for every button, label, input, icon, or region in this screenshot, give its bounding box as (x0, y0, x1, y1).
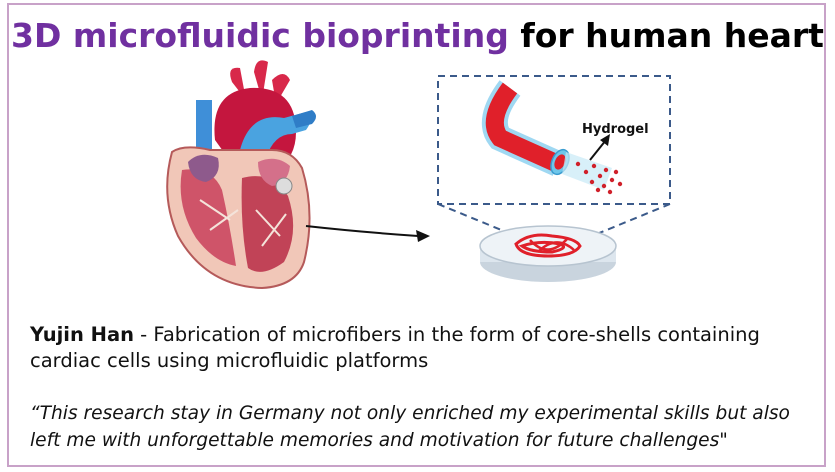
left-ventricle (241, 176, 294, 272)
illustration: Hydrogel (166, 60, 671, 290)
right-atrium (188, 154, 219, 182)
fiber-core (485, 82, 562, 173)
fiber-end-core (554, 154, 566, 170)
author-description: - Fabrication of microfibers in the form… (30, 323, 760, 372)
right-ventricle (180, 169, 236, 266)
slide-title: 3D microfluidic bioprinting for human he… (0, 16, 835, 56)
petri-dish (479, 225, 617, 282)
valve (275, 177, 293, 195)
vena-cava (196, 100, 212, 160)
heart-illustration (166, 60, 316, 290)
zoom-line-right (591, 203, 671, 237)
hydrogel-pointer-head (600, 134, 610, 146)
author-line: Yujin Han - Fabrication of microfibers i… (30, 322, 820, 374)
title-accent: 3D microfluidic bioprinting (11, 16, 509, 55)
cell-dots (575, 161, 623, 195)
aorta-branch-mid (254, 60, 268, 100)
hydrogel-pointer (589, 139, 607, 161)
core-shell-fiber: Hydrogel (481, 80, 649, 195)
printed-fiber (514, 233, 582, 258)
zoom-box (437, 75, 671, 205)
author-name: Yujin Han (30, 323, 134, 346)
process-arrow-head (416, 230, 430, 242)
zoom-line-left (437, 203, 517, 237)
title-rest: for human heart (520, 16, 824, 55)
process-arrow (305, 225, 419, 237)
hydrogel-label: Hydrogel (582, 122, 649, 137)
quote-text: “This research stay in Germany not only … (30, 403, 790, 451)
valve-chords (199, 199, 287, 247)
pulmonary-branch (292, 110, 316, 128)
pulmonary-artery (240, 112, 311, 158)
printed-fiber-loops (529, 237, 575, 253)
